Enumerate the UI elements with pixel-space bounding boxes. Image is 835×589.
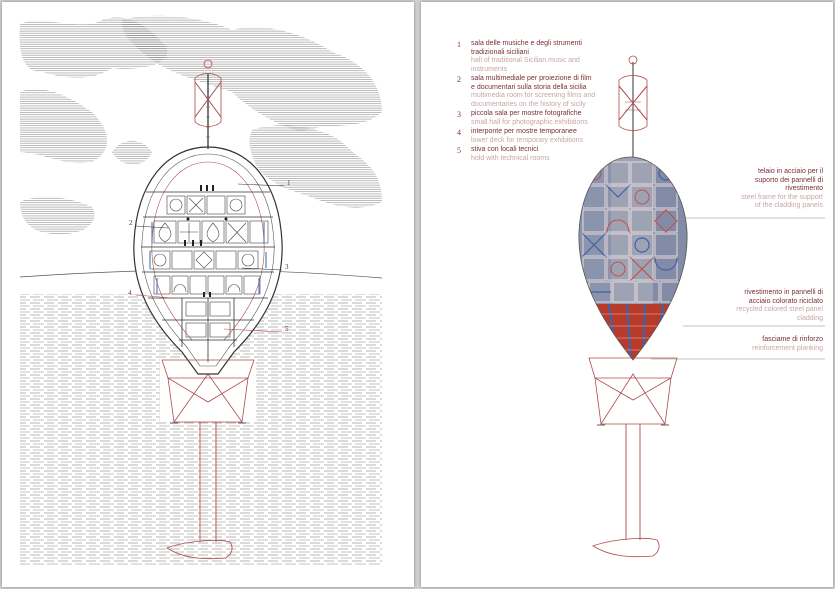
legend-italian: stiva con locali tecnici: [471, 146, 539, 153]
legend-english: multimedia room for screening films and …: [471, 92, 596, 108]
legend-english: hall of traditional Sicilian music and i…: [471, 57, 580, 73]
legend-item: 3 piccola sala per mostre fotografiche s…: [457, 110, 597, 127]
elevation-keel: [588, 357, 678, 558]
callout-italian: rivestimento in pannelli di acciaio colo…: [744, 289, 823, 305]
legend-item: 2 sala multimediale per proiezione di fi…: [457, 75, 597, 109]
legend-english: lower deck for temporary exhibitions: [471, 136, 584, 144]
room-legend: 1 sala delle musiche e degli strumenti t…: [457, 40, 597, 164]
callout-leaders: [651, 217, 825, 360]
leader-lines: [135, 183, 285, 333]
legend-number: 4: [457, 128, 461, 137]
elevation-mast: [618, 55, 648, 157]
section-label-2: 2: [129, 219, 133, 227]
callout-planking: fasciame di rinforzo reinforcement plank…: [729, 336, 823, 353]
legend-item: 1 sala delle musiche e degli strumenti t…: [457, 40, 597, 74]
legend-item: 5 stiva con locali tecnici hold with tec…: [457, 146, 597, 163]
elevation-sheet: 1 sala delle musiche e degli strumenti t…: [421, 2, 833, 587]
cladding-egg: [578, 156, 688, 361]
section-drawing-sheet: 1 2 3 4 5: [2, 2, 414, 587]
section-label-4: 4: [128, 289, 132, 297]
blue-panels: [149, 222, 267, 294]
figures: [184, 185, 228, 297]
legend-number: 2: [457, 75, 461, 84]
callout-italian: fasciame di rinforzo: [762, 336, 823, 343]
legend-number: 1: [457, 40, 461, 49]
legend-italian: sala multimediale per proiezione di film…: [471, 75, 592, 91]
legend-italian: piccola sala per mostre fotografiche: [471, 110, 582, 117]
callout-cladding: rivestimento in pannelli di acciaio colo…: [729, 289, 823, 323]
keel-frame: [161, 359, 255, 560]
decks: [141, 191, 275, 362]
section-label-3: 3: [285, 263, 289, 271]
sky-hatching: [19, 15, 382, 235]
legend-english: hold with technical rooms: [471, 154, 550, 162]
legend-number: 5: [457, 146, 461, 155]
legend-italian: sala delle musiche e degli strumenti tra…: [471, 40, 582, 56]
legend-number: 3: [457, 110, 461, 119]
elevation-drawing: [578, 55, 825, 558]
legend-english: small hall for photographic exhibitions: [471, 118, 588, 126]
section-label-5: 5: [285, 325, 289, 333]
callout-english: steel frame for the support of the cladd…: [741, 193, 823, 210]
section-label-1: 1: [287, 179, 291, 187]
legend-item: 4 interponte per mostre temporanee lower…: [457, 128, 597, 145]
callout-english: recycled colored steel panel cladding: [736, 306, 823, 322]
callout-english: reinforcement planking: [752, 344, 823, 352]
callout-italian: telaio in acciaio per il suporto dei pan…: [754, 168, 823, 192]
mast: [194, 59, 222, 149]
section-drawing: [19, 15, 383, 566]
callout-steel-frame: telaio in acciaio per il suporto dei pan…: [739, 168, 823, 211]
interior-patterns: [149, 195, 269, 338]
legend-italian: interponte per mostre temporanee: [471, 128, 577, 135]
